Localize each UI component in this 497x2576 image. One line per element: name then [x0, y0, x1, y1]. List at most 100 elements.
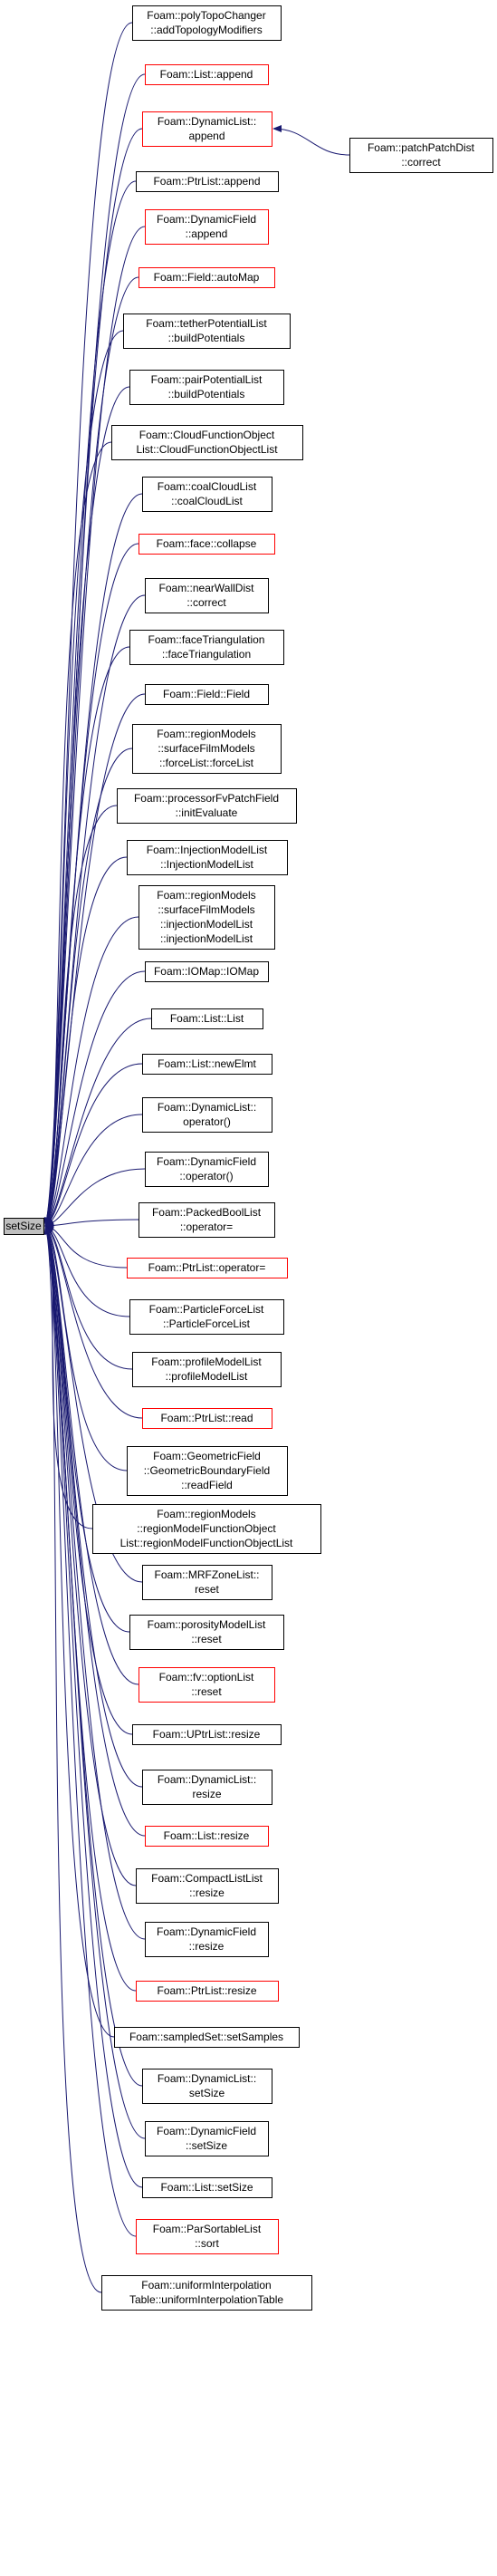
node-label: reset: [195, 1583, 219, 1596]
node-label: Foam::ParticleForceList: [149, 1303, 264, 1316]
node-label: Foam::porosityModelList: [148, 1618, 266, 1631]
node-label: Foam::pairPotentialList: [151, 373, 263, 386]
caller-node[interactable]: Foam::ParticleForceList::ParticleForceLi…: [129, 1299, 284, 1335]
caller-node[interactable]: Foam::CompactListList::resize: [136, 1868, 279, 1904]
node-label: Foam::uniformInterpolation: [141, 2279, 271, 2291]
caller-node[interactable]: Foam::uniformInterpolationTable::uniform…: [101, 2275, 312, 2311]
node-label: Foam::tetherPotentialList: [146, 317, 267, 330]
caller-node[interactable]: Foam::UPtrList::resize: [132, 1724, 282, 1745]
caller-node[interactable]: Foam::DynamicField::resize: [145, 1922, 269, 1957]
caller-node[interactable]: Foam::PtrList::resize: [136, 1981, 279, 2002]
node-label: Foam::regionModels: [157, 1508, 255, 1520]
caller-node[interactable]: Foam::List::resize: [145, 1826, 269, 1847]
caller-node[interactable]: Foam::ParSortableList::sort: [136, 2219, 279, 2254]
caller-node[interactable]: Foam::DynamicList::setSize: [142, 2069, 272, 2104]
call-edge: [44, 1225, 128, 1471]
call-edge: [44, 1225, 143, 1583]
node-box: [136, 1981, 279, 2002]
caller-node[interactable]: Foam::GeometricField::GeometricBoundaryF…: [127, 1446, 288, 1496]
caller-node[interactable]: Foam::List::List: [151, 1008, 263, 1029]
caller-node[interactable]: Foam::CloudFunctionObjectList::CloudFunc…: [111, 425, 303, 460]
node-box: [349, 138, 493, 173]
node-box: [142, 1770, 272, 1805]
caller-node[interactable]: Foam::Field::Field: [145, 684, 269, 705]
caller-node[interactable]: Foam::face::collapse: [139, 534, 275, 555]
call-edge: [44, 1114, 143, 1228]
node-label: Foam::faceTriangulation: [148, 633, 265, 646]
node-label: Table::uniformInterpolationTable: [129, 2293, 283, 2306]
caller-node[interactable]: Foam::PackedBoolList::operator=: [139, 1202, 275, 1238]
node-label: Foam::UPtrList::resize: [153, 1728, 261, 1741]
node-label: Foam::regionModels: [157, 889, 255, 902]
caller-node[interactable]: Foam::DynamicField::append: [145, 209, 269, 245]
call-edge: [44, 1063, 143, 1227]
node-label: Foam::coalCloudList: [158, 480, 257, 493]
caller-node[interactable]: Foam::polyTopoChanger::addTopologyModifi…: [132, 5, 282, 41]
node-label: ::injectionModelList: [160, 932, 253, 945]
caller-node[interactable]: Foam::PtrList::read: [142, 1408, 272, 1429]
node-box: [92, 1504, 321, 1554]
caller-node[interactable]: Foam::regionModels::regionModelFunctionO…: [92, 1504, 321, 1554]
root-node-setsize[interactable]: setSize: [4, 1218, 44, 1235]
caller-node[interactable]: Foam::PtrList::operator=: [127, 1258, 288, 1278]
node-label: Foam::PackedBoolList: [152, 1206, 262, 1219]
node-label: setSize: [189, 2087, 225, 2099]
node-label: Foam::fv::optionList: [159, 1671, 254, 1684]
node-box: [142, 2069, 272, 2104]
call-edge: [44, 1225, 146, 1940]
node-box: [123, 314, 291, 349]
node-label: Foam::List::setSize: [160, 2181, 253, 2194]
caller-node[interactable]: Foam::List::append: [145, 64, 269, 85]
call-edge: [44, 1018, 152, 1227]
node-label: ::InjectionModelList: [160, 858, 253, 871]
caller-node[interactable]: Foam::fv::optionList::reset: [139, 1667, 275, 1703]
caller-node[interactable]: Foam::coalCloudList::coalCloudList: [142, 477, 272, 512]
node-label: ::forceList::forceList: [159, 757, 254, 769]
caller-node[interactable]: Foam::regionModels::surfaceFilmModels::i…: [139, 885, 275, 950]
caller-node[interactable]: Foam::IOMap::IOMap: [145, 961, 269, 982]
node-label: ::surfaceFilmModels: [158, 742, 254, 755]
caller-node[interactable]: Foam::porosityModelList::reset: [129, 1615, 284, 1650]
caller-node[interactable]: Foam::DynamicList::append: [142, 111, 272, 147]
caller-node[interactable]: Foam::DynamicField::operator(): [145, 1152, 269, 1187]
caller-node[interactable]: Foam::List::newElmt: [142, 1054, 272, 1075]
call-edge: [44, 1225, 137, 2237]
node-label: Foam::sampledSet::setSamples: [129, 2031, 283, 2043]
caller-node[interactable]: Foam::List::setSize: [142, 2177, 272, 2198]
node-box: [145, 578, 269, 613]
node-box: [151, 1008, 263, 1029]
node-label: ::reset: [191, 1633, 222, 1645]
node-box: [129, 1615, 284, 1650]
node-label: Foam::List::resize: [164, 1829, 250, 1842]
caller-node[interactable]: Foam::InjectionModelList::InjectionModel…: [127, 840, 288, 875]
caller-node[interactable]: Foam::MRFZoneList::reset: [142, 1565, 272, 1600]
node-label: Foam::DynamicField: [157, 213, 256, 226]
caller-node[interactable]: Foam::Field::autoMap: [139, 267, 275, 288]
node-box: [145, 1152, 269, 1187]
node-box: [132, 1724, 282, 1745]
node-label: append: [188, 130, 225, 142]
node-label: setSize: [5, 1220, 42, 1232]
node-label: Foam::List::newElmt: [158, 1057, 256, 1070]
caller-node[interactable]: Foam::tetherPotentialList::buildPotentia…: [123, 314, 291, 349]
node-label: resize: [192, 1788, 221, 1800]
node-label: Foam::PtrList::append: [153, 175, 260, 188]
node-box: [132, 724, 282, 774]
caller-node[interactable]: Foam::DynamicField::setSize: [145, 2121, 269, 2156]
caller-node-patchpatchdist-correct[interactable]: Foam::patchPatchDist::correct: [349, 138, 493, 173]
node-box: [132, 5, 282, 41]
caller-node[interactable]: Foam::pairPotentialList::buildPotentials: [129, 370, 284, 405]
caller-node[interactable]: Foam::sampledSet::setSamples: [114, 2027, 300, 2048]
caller-node[interactable]: Foam::faceTriangulation::faceTriangulati…: [129, 630, 284, 665]
node-label: ::addTopologyModifiers: [150, 24, 262, 36]
caller-node[interactable]: Foam::regionModels::surfaceFilmModels::f…: [132, 724, 282, 774]
caller-node[interactable]: Foam::DynamicList::resize: [142, 1770, 272, 1805]
node-box: [117, 788, 297, 824]
caller-node[interactable]: Foam::PtrList::append: [136, 171, 279, 192]
caller-node[interactable]: Foam::processorFvPatchField::initEvaluat…: [117, 788, 297, 824]
node-box: [139, 885, 275, 950]
caller-node[interactable]: Foam::DynamicList::operator(): [142, 1097, 272, 1133]
caller-node[interactable]: Foam::nearWallDist::correct: [145, 578, 269, 613]
node-box: [136, 1868, 279, 1904]
caller-node[interactable]: Foam::profileModelList::profileModelList: [132, 1352, 282, 1387]
